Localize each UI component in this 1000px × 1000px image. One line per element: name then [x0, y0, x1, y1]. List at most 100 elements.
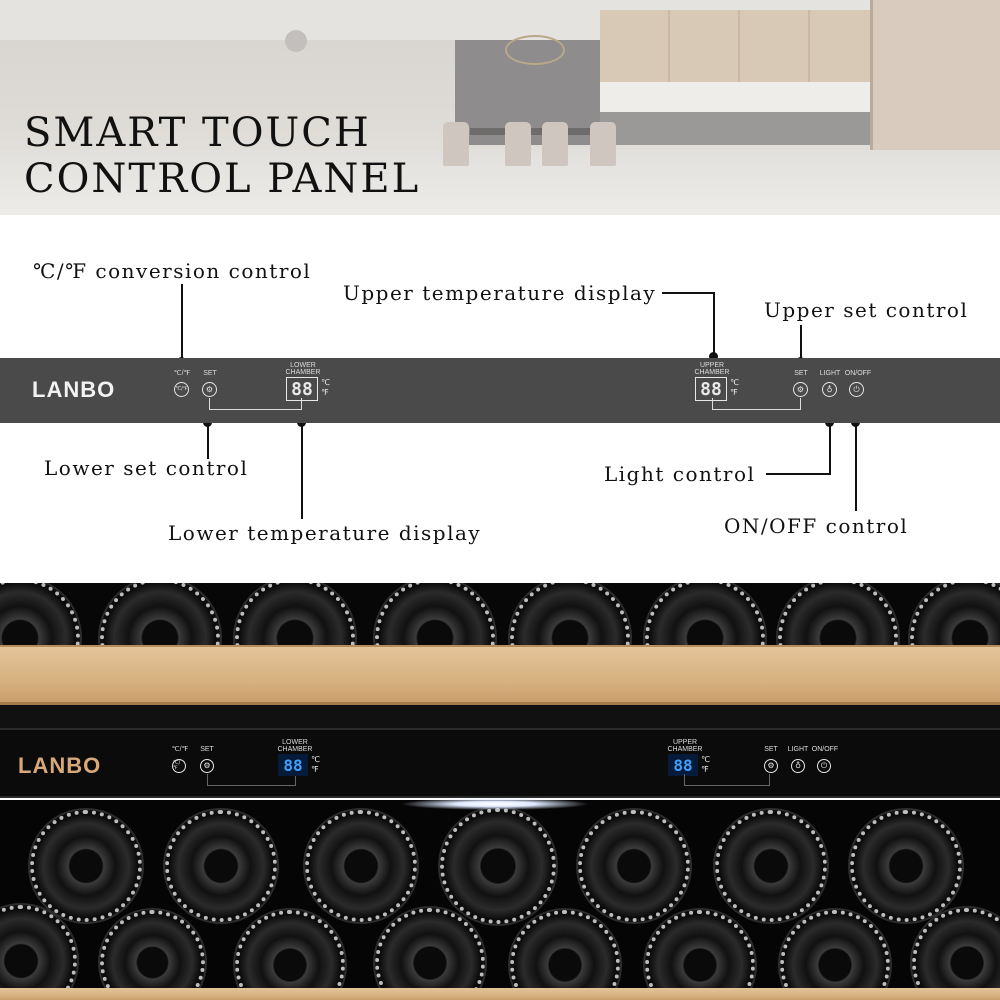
hero-base-cabinet — [600, 112, 875, 145]
bottle — [305, 810, 417, 922]
bottle — [645, 583, 765, 648]
bottle — [645, 910, 755, 988]
upper-temp-digits: 88 — [700, 378, 722, 400]
hero-cabinet — [670, 10, 740, 82]
shelf-gap — [0, 705, 1000, 728]
callout-upper-temp-display: Upper temperature display — [343, 281, 657, 305]
bottle — [100, 583, 220, 648]
upper-set-button[interactable]: ⚙ — [793, 382, 808, 397]
celsius-fahrenheit-icon: ℃/℉ — [175, 386, 188, 392]
unit-label: ℃/℉ — [173, 370, 191, 377]
light-label: LIGHT — [787, 746, 809, 753]
upper-temp-units: ℃ ℉ — [730, 378, 739, 397]
power-button[interactable]: ⏻ — [817, 759, 831, 773]
lower-set-button[interactable]: ⚙ — [202, 382, 217, 397]
upper-set-link — [712, 398, 801, 410]
hero-chair — [505, 122, 531, 166]
upper-chamber-label: UPPER CHAMBER — [694, 362, 730, 376]
power-icon: ⏻ — [820, 761, 828, 770]
control-panel-diagram: LANBO ℃/℉ ℃/℉ SET ⚙ LOWER CHAMBER 88 ℃ ℉… — [0, 358, 1000, 423]
hero-pendant-lamp — [505, 35, 565, 65]
celsius-fahrenheit-button[interactable]: ℃/℉ — [174, 382, 189, 397]
bottle — [440, 808, 556, 924]
onoff-label: ON/OFF — [844, 370, 872, 377]
lower-set-link — [207, 774, 296, 786]
hero-dining-table — [470, 128, 605, 135]
bottle — [850, 810, 962, 922]
callout-lower-set: Lower set control — [44, 456, 249, 480]
leader-line — [181, 284, 183, 360]
lower-temp-units: ℃ ℉ — [311, 755, 320, 774]
hero-wall-clock — [285, 30, 307, 52]
hero-chair — [590, 122, 616, 166]
callout-upper-set: Upper set control — [764, 298, 969, 322]
onoff-label: ON/OFF — [811, 746, 839, 753]
upper-temp-digits: 88 — [673, 755, 693, 775]
lower-chamber-label: LOWER CHAMBER — [285, 362, 321, 376]
lower-bottle-rack — [0, 800, 1000, 988]
leader-line — [713, 292, 715, 356]
leader-dot — [709, 352, 718, 361]
bottle — [910, 583, 1000, 648]
lower-temperature-display: 88 — [278, 754, 308, 776]
bottle — [912, 908, 1000, 988]
bottle — [375, 583, 495, 648]
lower-temperature-display: 88 — [286, 377, 318, 401]
leader-line — [855, 423, 857, 511]
hero-chair — [443, 122, 469, 166]
lower-set-link — [209, 398, 302, 410]
bottle — [30, 810, 142, 922]
hero-floor — [0, 150, 1000, 215]
hero-cabinet — [600, 10, 670, 82]
power-button[interactable]: ⏻ — [849, 382, 864, 397]
upper-temperature-display: 88 — [668, 754, 698, 776]
lower-set-label: SET — [203, 370, 217, 377]
lower-set-button[interactable]: ⚙ — [200, 759, 214, 773]
lower-chamber-label: LOWER CHAMBER — [277, 739, 313, 753]
led-light-strip — [400, 798, 590, 810]
light-bulb-icon: ♁ — [795, 761, 801, 770]
lower-temp-units: ℃ ℉ — [321, 378, 330, 397]
gear-icon: ⚙ — [767, 761, 775, 770]
hero-cabinet — [740, 10, 810, 82]
bottle — [100, 910, 205, 988]
hero-counter — [600, 82, 875, 112]
unit-label: ℃/℉ — [171, 746, 189, 753]
leader-line — [829, 423, 831, 475]
lower-temp-digits: 88 — [291, 378, 313, 400]
control-panel-photo: LANBO ℃/℉ ℃/℉ SET ⚙ LOWER CHAMBER 88 ℃ ℉… — [0, 728, 1000, 798]
bottle — [375, 908, 485, 988]
celsius-fahrenheit-button[interactable]: ℃/℉ — [172, 759, 186, 773]
brand-logo: LANBO — [18, 753, 102, 778]
brand-logo: LANBO — [32, 377, 116, 402]
light-button[interactable]: ♁ — [791, 759, 805, 773]
callout-light: Light control — [604, 462, 756, 486]
leader-line — [207, 423, 209, 459]
leader-line — [301, 423, 303, 519]
bottle — [578, 810, 690, 922]
leader-line — [766, 473, 831, 475]
wood-shelf-bottom — [0, 988, 1000, 1000]
bottle — [235, 910, 345, 988]
light-button[interactable]: ♁ — [822, 382, 837, 397]
lower-temp-digits: 88 — [283, 755, 303, 775]
bottle — [510, 910, 620, 988]
upper-set-link — [684, 774, 770, 786]
upper-temp-units: ℃ ℉ — [701, 755, 710, 774]
hero-chair — [542, 122, 568, 166]
upper-bottle-rack — [0, 583, 1000, 648]
upper-set-button[interactable]: ⚙ — [764, 759, 778, 773]
upper-set-label: SET — [794, 370, 808, 377]
light-bulb-icon: ♁ — [826, 384, 833, 394]
callout-lower-temp-display: Lower temperature display — [168, 521, 482, 545]
light-label: LIGHT — [819, 370, 841, 377]
bottle — [0, 583, 80, 648]
bottle — [715, 810, 827, 922]
gear-icon: ⚙ — [796, 384, 805, 394]
bottle — [165, 810, 277, 922]
callout-power: ON/OFF control — [724, 514, 909, 538]
hero-banner: SMART TOUCH CONTROL PANEL — [0, 0, 1000, 215]
upper-chamber-label: UPPER CHAMBER — [667, 739, 703, 753]
lower-set-label: SET — [200, 746, 214, 753]
leader-line — [662, 292, 714, 294]
